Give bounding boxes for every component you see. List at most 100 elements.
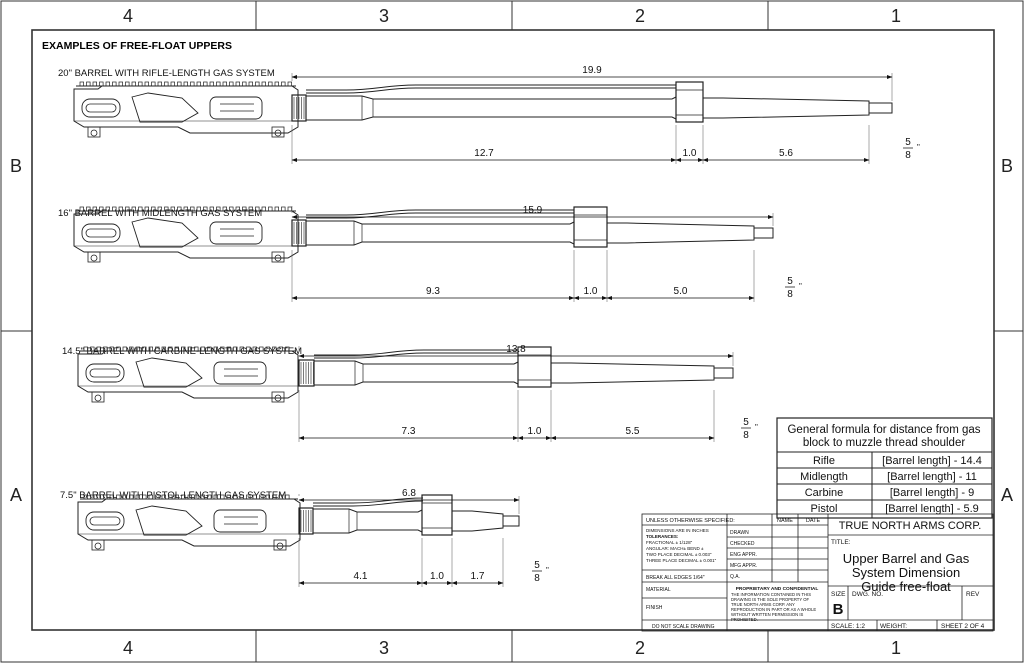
segment-dimension-value: 5.5 xyxy=(626,426,640,437)
gas-block xyxy=(573,206,608,248)
rail-tooth xyxy=(281,206,286,212)
rail-tooth xyxy=(190,81,195,87)
proprietary-title: PROPRIETARY AND CONFIDENTIAL xyxy=(736,586,819,592)
zone-label-top: 4 xyxy=(123,6,133,26)
rail-tooth xyxy=(261,81,266,87)
rail-tooth xyxy=(268,81,273,87)
brass-deflector xyxy=(213,509,267,533)
upper-assembly: 14.5" BARREL WITH CARBINE-LENGTH GAS SYS… xyxy=(62,344,758,442)
ejection-port xyxy=(131,217,199,248)
takedown-pin-hole xyxy=(274,394,282,402)
rail-tooth xyxy=(261,206,266,212)
upper-assembly: 7.5" BARREL WITH PISTOL-LENGTH GAS SYSTE… xyxy=(60,488,549,587)
tolerance-line: THREE PLACE DECIMAL ± 0.001" xyxy=(646,558,717,563)
thread-fraction-denominator: 8 xyxy=(905,150,911,161)
brass-deflector xyxy=(209,221,263,245)
inch-mark: " xyxy=(799,282,802,291)
barrel-bottom-edge xyxy=(306,241,575,246)
rail-tooth xyxy=(164,81,169,87)
receiver-outline xyxy=(77,498,301,547)
brass-deflector xyxy=(213,361,267,385)
segment-dimension-value: 1.0 xyxy=(430,571,444,582)
rev-label: REV xyxy=(966,591,980,598)
gas-tube xyxy=(314,349,518,356)
upper-receiver xyxy=(73,81,299,138)
upper-receiver xyxy=(73,206,299,263)
date-column-label: DATE xyxy=(806,518,821,524)
title-block: UNLESS OTHERWISE SPECIFIED: NAME DATE DR… xyxy=(641,513,994,632)
formula-table: General formula for distance from gas bl… xyxy=(776,417,993,519)
rail-tooth xyxy=(86,81,91,87)
charging-handle-window xyxy=(81,223,121,243)
rail-tooth xyxy=(281,81,286,87)
barrel-nut xyxy=(291,94,307,122)
material-label: MATERIAL xyxy=(646,587,671,593)
zone-label-top: 2 xyxy=(635,6,645,26)
barrel xyxy=(314,346,734,388)
segment-dimension-value: 9.3 xyxy=(426,286,440,297)
charging-handle-window xyxy=(81,98,121,118)
formula-value-cell: [Barrel length] - 5.9 xyxy=(885,503,979,515)
do-not-scale-note: DO NOT SCALE DRAWING xyxy=(652,624,715,630)
segment-dimension-value: 4.1 xyxy=(354,571,368,582)
inch-mark: " xyxy=(755,423,758,432)
rail-tooth xyxy=(157,81,162,87)
rail-tooth xyxy=(242,81,247,87)
rail-tooth xyxy=(255,81,260,87)
rail-tooth xyxy=(248,81,253,87)
drawing-title-line1: Upper Barrel and Gas xyxy=(843,551,970,566)
deflector-lines xyxy=(224,516,258,525)
rail-tooth xyxy=(229,81,234,87)
rail-tooth xyxy=(105,81,110,87)
config-title: 16" BARREL WITH MIDLENGTH GAS SYSTEM xyxy=(58,208,262,219)
upper-receiver xyxy=(77,494,301,551)
zone-label-bottom: 4 xyxy=(123,638,133,658)
drawing-title-line3: Guide free-float xyxy=(861,579,951,594)
proprietary-line: REPRODUCTION IN PART OR AS A WHOLE xyxy=(731,607,816,612)
segment-dimension-value: 1.0 xyxy=(528,426,542,437)
segment-dimension-value: 1.0 xyxy=(584,286,598,297)
size-label: SIZE xyxy=(831,591,846,598)
tolerance-line: TWO PLACE DECIMAL ± 0.003" xyxy=(646,552,712,557)
zone-label-side: A xyxy=(1001,485,1013,505)
forward-assist xyxy=(85,103,117,113)
overall-dimension-value: 15.9 xyxy=(523,205,543,216)
takedown-lug xyxy=(271,391,285,403)
formula-system-cell: Midlength xyxy=(800,471,848,483)
proprietary-line: PROHIBITED. xyxy=(731,617,758,622)
formula-system-cell: Carbine xyxy=(805,487,844,499)
thread-fraction-numerator: 5 xyxy=(905,137,911,148)
gas-tube xyxy=(306,84,676,91)
muzzle-thread xyxy=(502,515,520,527)
rail-tooth xyxy=(287,81,292,87)
barrel-nut xyxy=(298,507,314,535)
takedown-lug xyxy=(271,126,285,138)
formula-heading-line2: block to muzzle thread shoulder xyxy=(803,437,966,449)
segment-dimension-value: 5.6 xyxy=(779,148,793,159)
zone-label-side: B xyxy=(1001,156,1013,176)
barrel-top-edge xyxy=(306,95,677,100)
zone-label-side: A xyxy=(10,485,22,505)
overall-dimension-value: 19.9 xyxy=(582,65,602,76)
rail-tooth xyxy=(203,81,208,87)
role-label: MFG APPR. xyxy=(730,563,757,569)
title-label: TITLE: xyxy=(831,539,851,546)
sheet-heading: EXAMPLES OF FREE-FLOAT UPPERS xyxy=(42,40,232,52)
segment-dimension-value: 1.0 xyxy=(683,148,697,159)
pivot-pin-hole xyxy=(90,254,98,262)
muzzle-thread xyxy=(868,102,893,114)
rail-tooth xyxy=(183,81,188,87)
gas-tube xyxy=(306,87,676,94)
deflector-lines xyxy=(220,228,254,237)
overall-dimension-value: 13.8 xyxy=(506,344,526,355)
forward-assist xyxy=(85,228,117,238)
forward-assist xyxy=(89,368,121,378)
gas-tube xyxy=(314,352,518,359)
forward-assist xyxy=(89,516,121,526)
takedown-lug xyxy=(271,251,285,263)
formula-heading-line1: General formula for distance from gas xyxy=(787,424,980,436)
rail-tooth xyxy=(144,81,149,87)
